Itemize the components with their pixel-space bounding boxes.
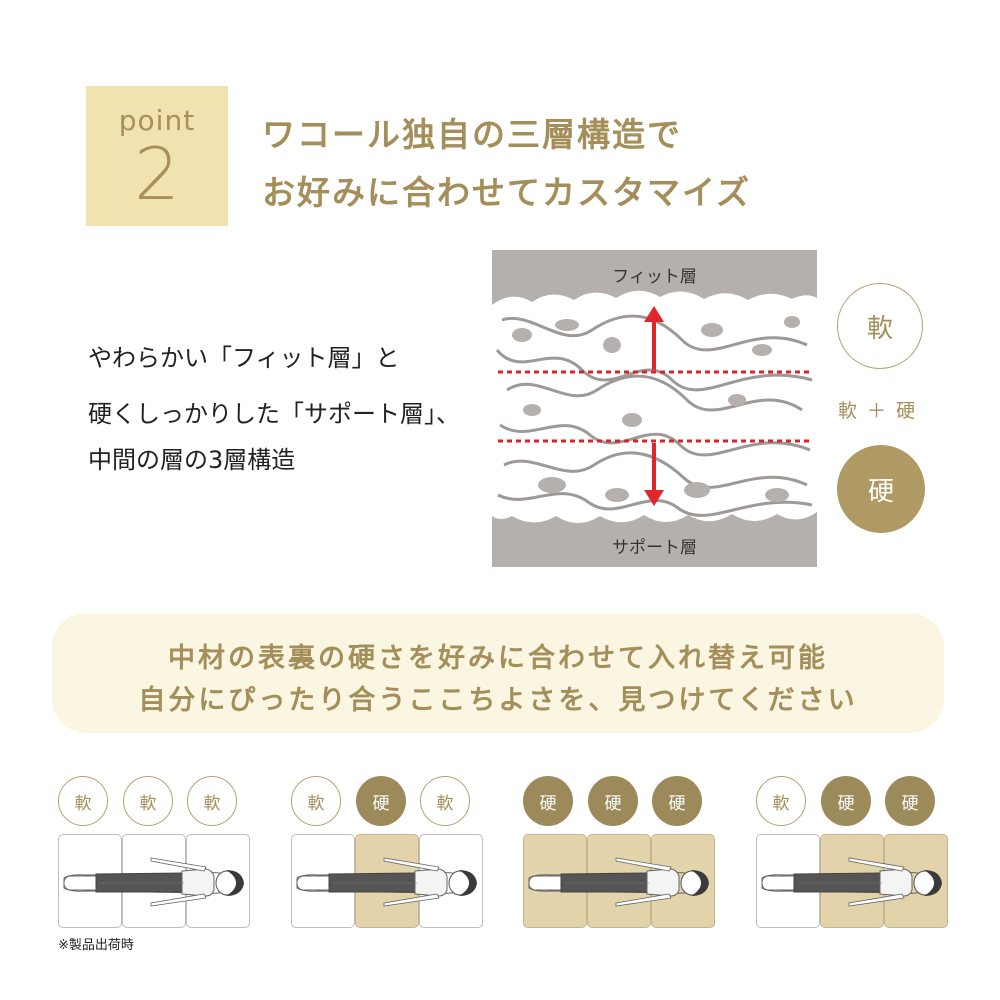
description-line-2: 硬くしっかりした「サポート層」、 — [88, 400, 460, 428]
firmness-badges: 軟軟軟 — [56, 776, 251, 828]
soft-hard-mix-label: 軟 ＋ 硬 — [838, 400, 918, 422]
fit-layer-label: フィット層 — [612, 267, 697, 287]
description-line-1: やわらかい「フィット層」と — [88, 344, 400, 372]
hard-badge: 硬 — [837, 445, 925, 533]
point-number: 2 — [134, 132, 180, 216]
banner-line-1: 中材の表裏の硬さを好みに合わせて入れ替え可能 — [168, 643, 828, 674]
hard-badge: 硬 — [356, 776, 406, 826]
firmness-combination: 軟硬軟 — [289, 776, 484, 928]
firmness-badges: 硬硬硬 — [521, 776, 716, 828]
point-label: point — [118, 104, 196, 137]
person-figure — [56, 834, 251, 932]
firmness-badges: 軟硬硬 — [754, 776, 949, 828]
person-figure — [521, 834, 716, 932]
person-lying-illustration — [528, 857, 709, 907]
hard-badge: 硬 — [588, 776, 638, 826]
person-lying-illustration — [296, 857, 477, 907]
firmness-combination: 軟硬硬 — [754, 776, 949, 928]
hard-badge: 硬 — [885, 776, 935, 826]
soft-badge: 軟 — [123, 776, 173, 826]
soft-badge: 軟 — [187, 776, 237, 826]
person-lying-illustration — [761, 857, 942, 907]
layer-structure-diagram: フィット層 サポート層 — [492, 250, 817, 567]
firmness-combination: 硬硬硬 — [521, 776, 716, 928]
soft-badge: 軟 — [756, 776, 806, 826]
hard-badge: 硬 — [523, 776, 573, 826]
soft-badge: 軟 — [837, 283, 923, 369]
hard-badge: 硬 — [652, 776, 702, 826]
soft-badge: 軟 — [420, 776, 470, 826]
point-badge: point 2 — [86, 86, 228, 226]
description-line-3: 中間の層の3層構造 — [88, 446, 296, 474]
person-lying-illustration — [63, 857, 244, 907]
soft-badge: 軟 — [291, 776, 341, 826]
headline-line-1: ワコール独自の三層構造で — [262, 115, 682, 154]
person-figure — [754, 834, 949, 932]
firmness-badges: 軟硬軟 — [289, 776, 484, 828]
banner-line-2: 自分にぴったり合うここちよさを、見つけてください — [138, 685, 858, 716]
person-figure — [289, 834, 484, 932]
shipping-note: ※製品出荷時 — [58, 938, 134, 953]
firmness-combination: 軟軟軟 — [56, 776, 251, 928]
customize-banner: 中材の表裏の硬さを好みに合わせて入れ替え可能 自分にぴったり合うここちよさを、見… — [52, 613, 944, 733]
hard-badge: 硬 — [821, 776, 871, 826]
layer-illustration — [492, 290, 817, 523]
headline-line-2: お好みに合わせてカスタマイズ — [262, 173, 752, 212]
soft-badge: 軟 — [58, 776, 108, 826]
support-layer-label: サポート層 — [612, 538, 697, 558]
